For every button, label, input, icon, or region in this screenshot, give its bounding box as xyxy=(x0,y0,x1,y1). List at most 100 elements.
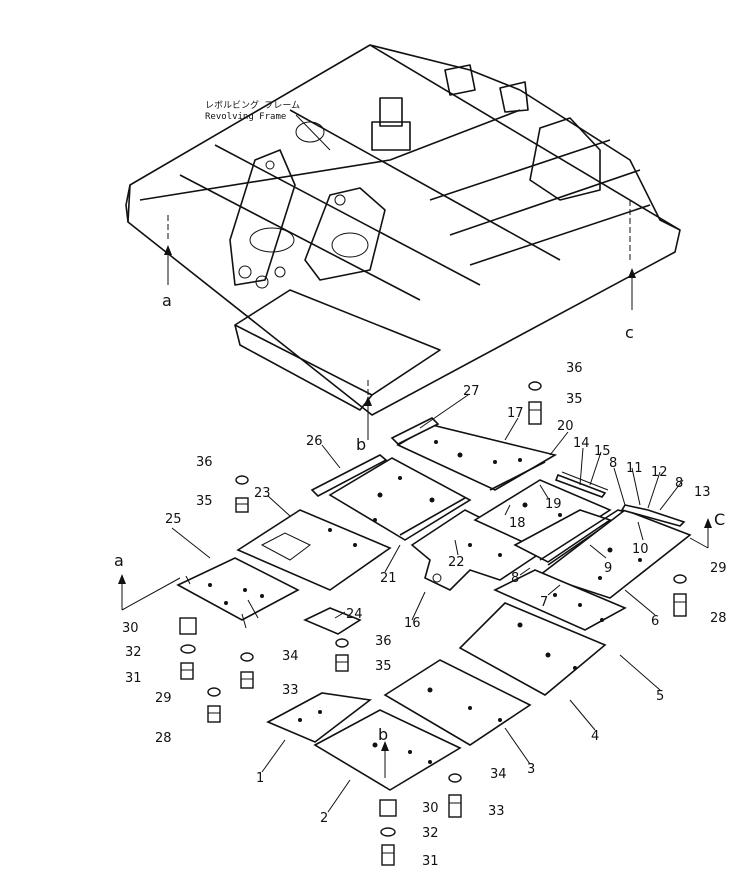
cover-plate-4 xyxy=(383,659,532,746)
callout-32a: 32 xyxy=(125,645,142,660)
bottom-letter-b: b xyxy=(378,725,388,744)
right-arrow-c xyxy=(689,518,712,549)
frame-caption-jp: レボルビング フレーム xyxy=(205,99,300,111)
callout-25: 25 xyxy=(165,512,182,527)
callout-7: 7 xyxy=(540,595,548,610)
right-letter-c: C xyxy=(714,510,725,529)
callout-19: 19 xyxy=(545,497,562,512)
callout-29a: 29 xyxy=(155,691,172,706)
cover-plate-6 xyxy=(538,509,692,599)
callout-8c: 8 xyxy=(675,476,683,491)
cover-plate-24 xyxy=(303,607,362,635)
bottom-arrow-b xyxy=(381,741,389,778)
callout-31a: 31 xyxy=(125,671,142,686)
strip-26 xyxy=(310,454,388,497)
frame-letter-a: a xyxy=(162,291,172,310)
callout-26: 26 xyxy=(306,434,323,449)
bolt-33a xyxy=(240,671,254,689)
cover-plate-21 xyxy=(328,457,472,541)
bolt-35c xyxy=(528,401,542,425)
callout-14: 14 xyxy=(573,436,590,451)
bolt-28a xyxy=(207,705,221,723)
washer-29a xyxy=(207,687,221,697)
cover-plate-17 xyxy=(390,417,558,491)
frame-arrow-a xyxy=(164,245,172,285)
callout-11: 11 xyxy=(626,461,643,476)
callout-35b: 35 xyxy=(375,659,392,674)
callout-29b: 29 xyxy=(710,561,727,576)
left-arrow-a xyxy=(118,574,181,611)
bolt-31b xyxy=(381,844,395,866)
callout-17: 17 xyxy=(507,406,524,421)
bolt-35b xyxy=(335,654,349,672)
washer-32b xyxy=(380,827,396,837)
washer-34b xyxy=(448,773,462,783)
callout-4: 4 xyxy=(591,729,599,744)
bolt-31a xyxy=(180,662,194,680)
revolving-frame xyxy=(125,44,681,416)
frame-letter-c: c xyxy=(625,323,634,342)
callout-22: 22 xyxy=(448,555,465,570)
callout-2: 2 xyxy=(320,811,328,826)
callout-13: 13 xyxy=(694,485,711,500)
callout-33a: 33 xyxy=(282,683,299,698)
callout-3: 3 xyxy=(527,762,535,777)
callout-9: 9 xyxy=(604,561,612,576)
callout-1: 1 xyxy=(256,771,264,786)
cover-plate-1 xyxy=(266,692,372,743)
callout-35c: 35 xyxy=(566,392,583,407)
callout-36c: 36 xyxy=(566,361,583,376)
callout-21: 21 xyxy=(380,571,397,586)
left-letter-a: a xyxy=(114,551,124,570)
callout-33b: 33 xyxy=(488,804,505,819)
washer-32a xyxy=(180,644,196,654)
callout-30b: 30 xyxy=(422,801,439,816)
callout-27: 27 xyxy=(463,384,480,399)
callout-32b: 32 xyxy=(422,826,439,841)
callout-24: 24 xyxy=(346,607,363,622)
callout-8b: 8 xyxy=(609,456,617,471)
washer-29b xyxy=(673,574,687,584)
frame-arrow-b xyxy=(364,396,372,440)
nut-30b xyxy=(379,799,397,817)
callout-5: 5 xyxy=(656,689,664,704)
callout-36b: 36 xyxy=(375,634,392,649)
callout-10: 10 xyxy=(632,542,649,557)
leader-lines xyxy=(171,394,684,813)
callout-23: 23 xyxy=(254,486,271,501)
washer-36a xyxy=(235,475,249,485)
washer-34a xyxy=(240,652,254,662)
washer-36b xyxy=(335,638,349,648)
callout-20: 20 xyxy=(557,419,574,434)
callout-16: 16 xyxy=(404,616,421,631)
callout-18: 18 xyxy=(509,516,526,531)
callout-28a: 28 xyxy=(155,731,172,746)
callout-8a: 8 xyxy=(511,571,519,586)
callout-36a: 36 xyxy=(196,455,213,470)
callout-15: 15 xyxy=(594,444,611,459)
cover-plate-5 xyxy=(458,602,607,696)
cover-plate-23 xyxy=(236,509,392,591)
cover-plate-7 xyxy=(493,569,627,631)
bolt-33b xyxy=(448,794,462,818)
strip-14-15 xyxy=(554,471,609,498)
bolt-28b xyxy=(673,593,687,617)
callout-numbers: 1 2 3 4 5 6 7 8 8 8 9 10 11 12 13 14 15 … xyxy=(122,361,727,869)
strip-10-13 xyxy=(620,504,686,527)
callout-30a: 30 xyxy=(122,621,139,636)
frame-caption-en: Revolving Frame xyxy=(205,112,286,122)
washer-36c xyxy=(528,381,542,391)
callout-35a: 35 xyxy=(196,494,213,509)
callout-34b: 34 xyxy=(490,767,507,782)
frame-arrow-c xyxy=(628,268,636,310)
callout-31b: 31 xyxy=(422,854,439,869)
callout-6: 6 xyxy=(651,614,659,629)
callout-28b: 28 xyxy=(710,611,727,626)
callout-12: 12 xyxy=(651,465,668,480)
frame-letter-b: b xyxy=(356,435,366,454)
callout-34a: 34 xyxy=(282,649,299,664)
bolt-35a xyxy=(235,497,249,513)
nut-30a xyxy=(179,617,197,635)
cover-plate-25 xyxy=(176,557,300,629)
